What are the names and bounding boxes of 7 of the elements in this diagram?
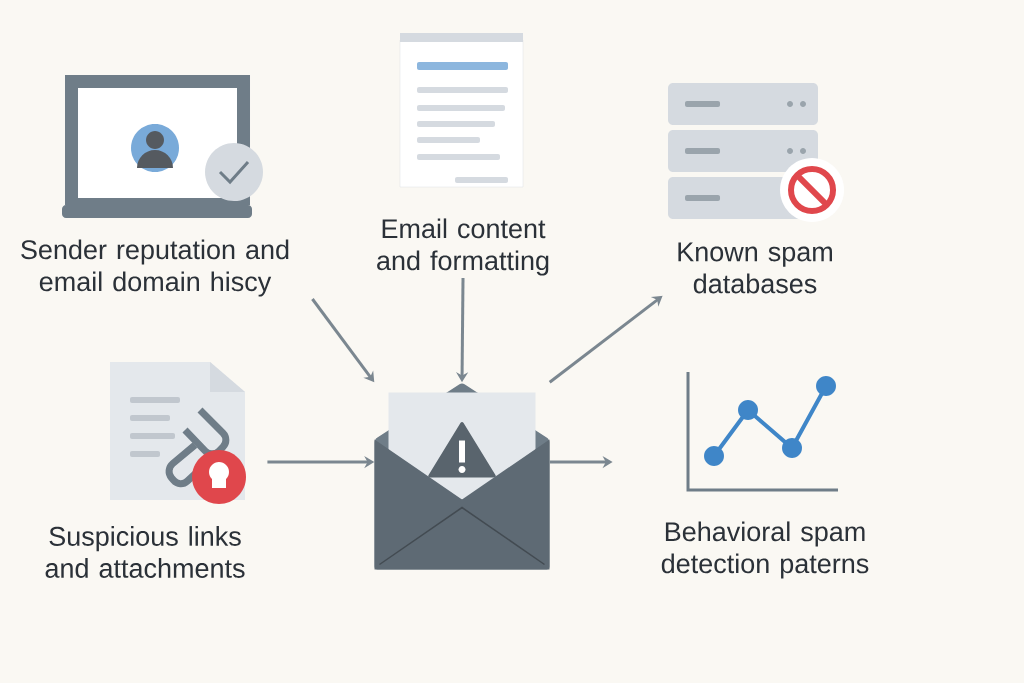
envelope-warning-drawing [374,383,550,570]
node-label: Email content and formatting [377,218,549,276]
node-label: Suspicious links and attachments [45,526,245,578]
arrow [548,295,663,384]
node-label: Known spam databases [678,242,832,294]
node-label: Behavioral spam detection paterns [661,521,869,579]
node-label: Sender reputation and email domain hiscy [21,239,289,297]
